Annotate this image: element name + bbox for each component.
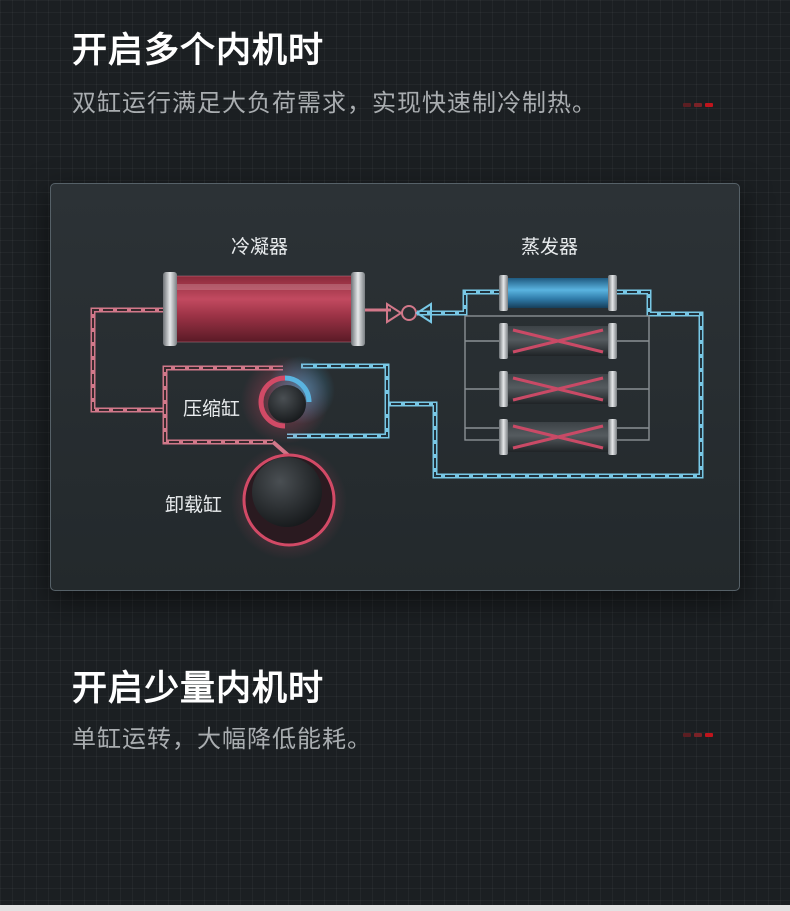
- evaporator-inactive-3: [499, 419, 617, 455]
- cold-refrigerant-pipes: [287, 289, 704, 479]
- accent-dot: [705, 103, 713, 107]
- expansion-valve: [386, 302, 432, 324]
- accent-dot: [683, 103, 691, 107]
- cycle-graphics: [90, 272, 704, 560]
- bottom-divider: [0, 905, 790, 911]
- condenser-label: 冷凝器: [231, 236, 289, 258]
- accent-dot: [694, 733, 702, 737]
- evaporator-active: [499, 275, 617, 311]
- section-title-few: 开启少量内机时: [72, 669, 325, 709]
- section-title-multi: 开启多个内机时: [72, 31, 325, 71]
- accent-dots-bottom: [683, 733, 713, 737]
- accent-dots-top: [683, 103, 713, 107]
- accent-dot: [705, 733, 713, 737]
- evaporator-label: 蒸发器: [521, 236, 579, 258]
- evaporator-inactive-2: [499, 371, 617, 407]
- refrigerant-cycle-diagram: 冷凝器 蒸发器 压缩缸 卸载缸: [50, 183, 740, 591]
- section-subtitle-multi: 双缸运行满足大负荷需求，实现快速制冷制热。: [72, 89, 597, 117]
- accent-dot: [683, 733, 691, 737]
- evaporator-inactive-1: [499, 323, 617, 359]
- compressor-cylinder: [241, 356, 335, 444]
- section-subtitle-few: 单缸运转，大幅降低能耗。: [72, 725, 372, 753]
- unloader-cylinder: [231, 444, 347, 560]
- accent-dot: [694, 103, 702, 107]
- condenser-tube: [163, 272, 365, 346]
- compressor-label: 压缩缸: [183, 398, 241, 420]
- unloader-label: 卸载缸: [165, 494, 223, 516]
